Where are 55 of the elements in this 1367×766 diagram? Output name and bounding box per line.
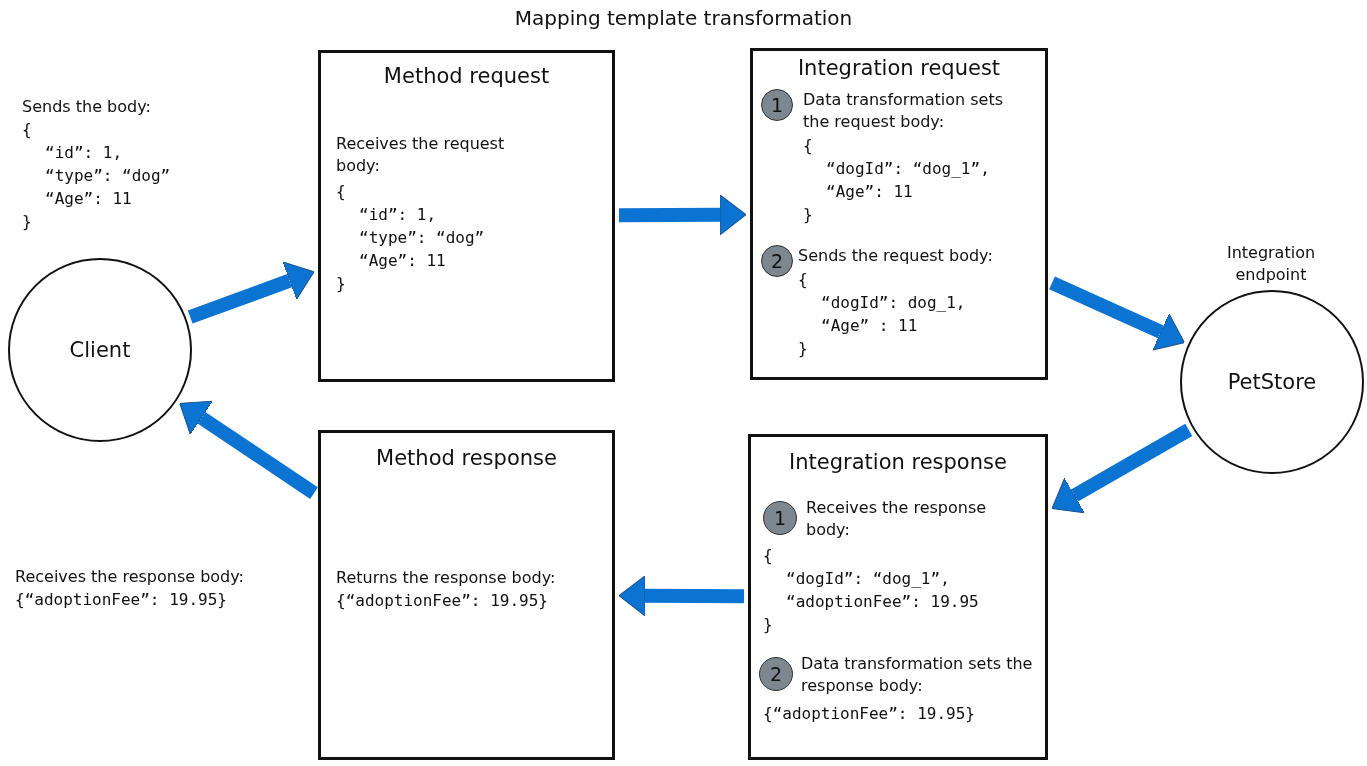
code-line: { [803, 135, 813, 157]
code-line: { [763, 545, 773, 567]
code-line: “dogId”: “dog_1”, [826, 158, 990, 180]
body-text: Data transformation sets the response body: [801, 653, 1034, 697]
step-number: 1 [761, 89, 793, 121]
block-arrow [1049, 276, 1185, 351]
code-line: “type”: “dog” [359, 227, 485, 249]
code-line: } [22, 211, 32, 233]
annotation-text: Integration endpoint [1225, 242, 1317, 286]
code-line: “id”: 1, [45, 142, 123, 164]
code-line: “Age”: 11 [45, 188, 132, 210]
step-number: 1 [763, 501, 797, 535]
code-line: “type”: “dog” [45, 165, 171, 187]
code-line: } [798, 338, 808, 360]
box-heading: Integration response [788, 449, 1008, 475]
code-line: “Age”: 11 [826, 181, 913, 203]
code-line: } [336, 273, 346, 295]
block-arrow [179, 400, 318, 499]
code-line: { [336, 181, 346, 203]
code-line: {“adoptionFee”: 19.95} [763, 703, 975, 725]
code-line: { [22, 119, 32, 141]
block-arrow [187, 261, 315, 324]
circle-node: PetStore [1180, 290, 1364, 474]
code-line: { [798, 269, 808, 291]
body-text: Receives the request body: [336, 133, 506, 177]
process-box [750, 48, 1048, 380]
block-arrow [618, 194, 747, 236]
diagram-title: Mapping template transformation [513, 6, 854, 30]
code-line: } [763, 614, 773, 636]
box-heading: Integration request [796, 55, 1002, 81]
code-line: “dogId”: “dog_1”, [786, 568, 950, 590]
code-line: “id”: 1, [359, 204, 437, 226]
process-box [318, 430, 615, 760]
code-line: “Age” : 11 [821, 315, 918, 337]
code-line: } [803, 204, 813, 226]
annotation-text: Sends the body: [22, 96, 151, 118]
box-heading: Method response [375, 445, 558, 471]
code-line: {“adoptionFee”: 19.95} [15, 589, 227, 611]
block-arrow [1051, 423, 1193, 514]
body-text: Receives the response body: [806, 497, 988, 541]
annotation-text: Receives the response body: [15, 566, 244, 588]
block-arrow [618, 575, 745, 617]
code-line: “adoptionFee”: 19.95 [786, 591, 979, 613]
process-box [748, 434, 1048, 760]
box-heading: Method request [382, 63, 551, 89]
body-text: Data transformation sets the request body: [803, 89, 1005, 133]
code-line: “dogId”: dog_1, [821, 292, 966, 314]
step-number: 2 [761, 245, 793, 277]
process-box [318, 50, 615, 382]
body-text: Returns the response body: [336, 567, 556, 589]
code-line: {“adoptionFee”: 19.95} [336, 590, 548, 612]
code-line: “Age”: 11 [359, 250, 446, 272]
circle-node: Client [8, 258, 192, 442]
body-text: Sends the request body: [798, 245, 993, 267]
step-number: 2 [759, 657, 793, 691]
